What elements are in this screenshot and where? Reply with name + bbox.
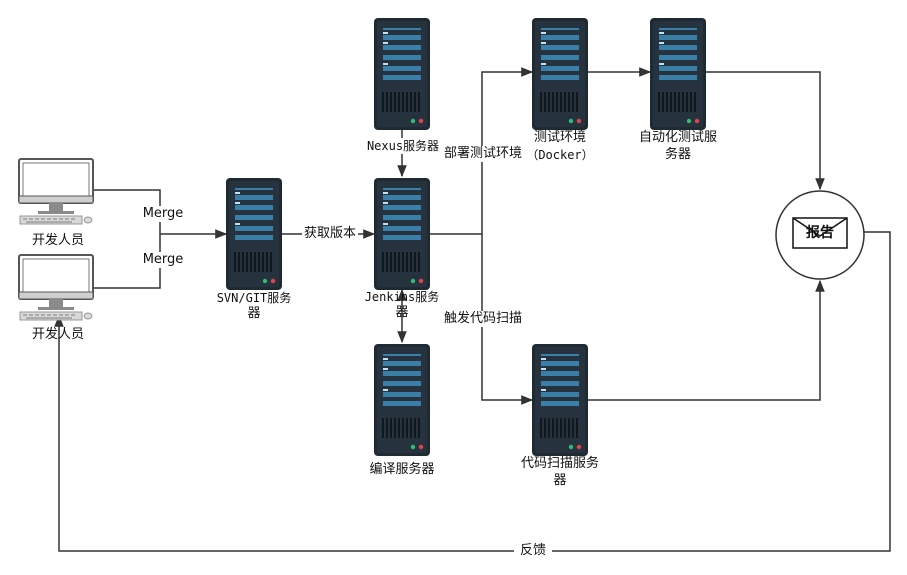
- nexus-server-icon: [374, 18, 430, 130]
- report-node: [775, 190, 865, 280]
- dev-bottom-label: 开发人员: [31, 327, 84, 342]
- scan-label-line1: 代码扫描服务: [520, 456, 599, 471]
- scan-server-icon: [532, 344, 588, 456]
- svn-label-line2: 器: [247, 306, 261, 321]
- testenv-server-icon: [532, 18, 588, 130]
- edge-autotest-to-report: [706, 71, 825, 191]
- edge-scan-to-report: [588, 279, 825, 401]
- svn-server-icon: [226, 178, 282, 290]
- jenkins-server-icon: [374, 178, 430, 290]
- dev-top-label: 开发人员: [31, 233, 84, 248]
- envelope-icon: [792, 217, 848, 249]
- feedback-label: 反馈: [514, 543, 552, 559]
- testenv-label-line2: （Docker）: [526, 148, 594, 162]
- jenkins-label-line2: 器: [395, 305, 409, 320]
- edge-report-feedback-to-dev: [54, 231, 891, 552]
- svn-label-line1: SVN/GIT服务: [216, 291, 292, 305]
- autotest-label-line2: 务器: [664, 147, 691, 162]
- jenkins-label-line1: Jenkins服务: [364, 290, 440, 304]
- dev-bottom-monitor-icon: [18, 254, 94, 321]
- merge-bottom-label: Merge: [140, 252, 186, 268]
- report-label: 报告: [806, 225, 834, 241]
- autotest-label-line1: 自动化测试服: [638, 130, 717, 145]
- testenv-label-line1: 测试环境: [533, 130, 586, 145]
- deploy-test-env-label: 部署测试环境: [442, 146, 524, 162]
- compile-label: 编译服务器: [369, 462, 435, 477]
- nexus-label: Nexus服务器: [356, 138, 450, 154]
- autotest-server-icon: [650, 18, 706, 130]
- edge-jenkins-to-scan: [481, 234, 534, 405]
- get-version-label: 获取版本: [302, 226, 358, 242]
- trigger-scan-label: 触发代码扫描: [442, 311, 524, 327]
- merge-top-label: Merge: [140, 206, 186, 222]
- compile-server-icon: [374, 344, 430, 456]
- scan-label-line2: 器: [553, 473, 567, 488]
- dev-top-monitor-icon: [18, 158, 94, 225]
